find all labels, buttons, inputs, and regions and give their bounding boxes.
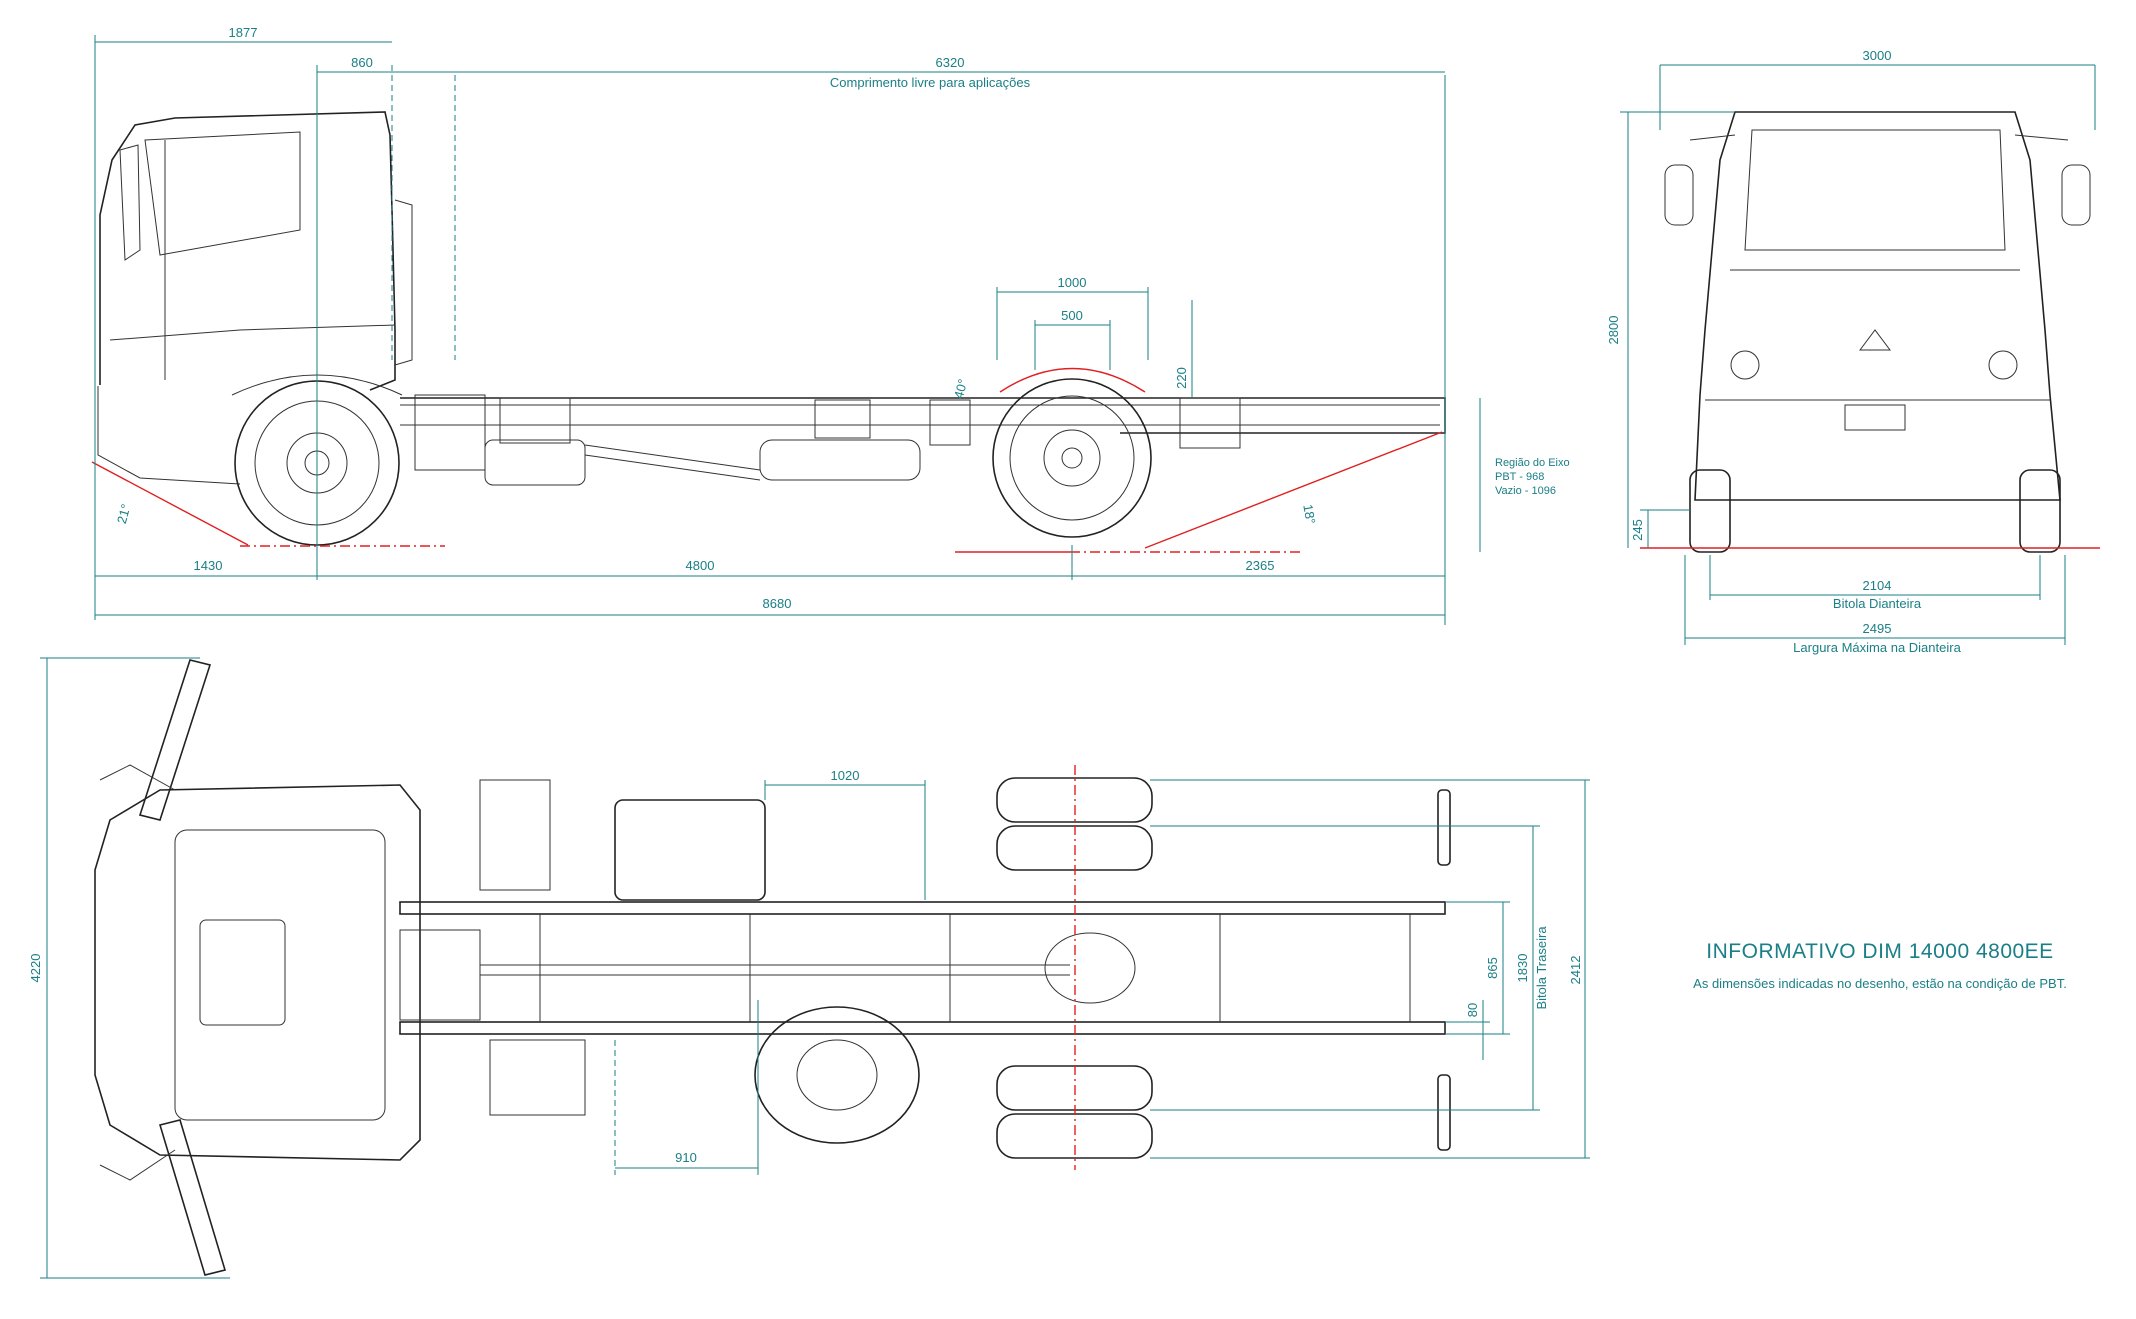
rear-wheel — [992, 367, 1152, 538]
spare-wheel — [754, 1006, 920, 1144]
dim-2104: 2104 — [1863, 578, 1892, 593]
dim-1000: 1000 — [1058, 275, 1087, 290]
info-subtitle: As dimensões indicadas no desenho, estão… — [1693, 976, 2067, 991]
info-title: INFORMATIVO DIM 14000 4800EE — [1706, 940, 2053, 963]
top-view: 4220 1020 910 2412 1830 Bitola Traseira … — [28, 657, 1590, 1279]
dim-4220: 4220 — [28, 954, 43, 983]
max-width-label: Largura Máxima na Dianteira — [1793, 640, 1961, 655]
dim-3000: 3000 — [1863, 48, 1892, 63]
dim-2365: 2365 — [1246, 558, 1275, 573]
dim-1877: 1877 — [229, 25, 258, 40]
dim-4800: 4800 — [686, 558, 715, 573]
rear-track-label: Bitola Traseira — [1534, 926, 1549, 1010]
angle-18: 18° — [1300, 503, 1318, 525]
dim-80: 80 — [1465, 1003, 1480, 1017]
dim-500: 500 — [1061, 308, 1083, 323]
dim-860: 860 — [351, 55, 373, 70]
dim-910: 910 — [675, 1150, 697, 1165]
dim-8680: 8680 — [763, 596, 792, 611]
dim-6320: 6320 — [936, 55, 965, 70]
dim-1020: 1020 — [831, 768, 860, 783]
dim-2800: 2800 — [1606, 316, 1621, 345]
angle-40: 40° — [951, 377, 971, 400]
dim-1430: 1430 — [194, 558, 223, 573]
free-length-label: Comprimento livre para aplicações — [830, 75, 1031, 90]
dim-1830: 1830 — [1515, 954, 1530, 983]
axle-note-line2: PBT - 968 — [1495, 471, 1544, 483]
axle-note-line3: Vazio - 1096 — [1495, 485, 1556, 497]
front-view: 3000 2800 245 2104 Bitola Dianteira 2495… — [1606, 48, 2100, 655]
dim-2412: 2412 — [1568, 956, 1583, 985]
front-track-label: Bitola Dianteira — [1833, 596, 1922, 611]
dim-245: 245 — [1630, 519, 1645, 541]
dim-865: 865 — [1485, 957, 1500, 979]
dim-2495: 2495 — [1863, 621, 1892, 636]
axle-note-line1: Região do Eixo — [1495, 457, 1570, 469]
side-view: 1877 860 6320 Comprimento livre para apl… — [91, 25, 1570, 625]
angle-21: 21° — [114, 502, 134, 525]
dim-220: 220 — [1174, 367, 1189, 389]
